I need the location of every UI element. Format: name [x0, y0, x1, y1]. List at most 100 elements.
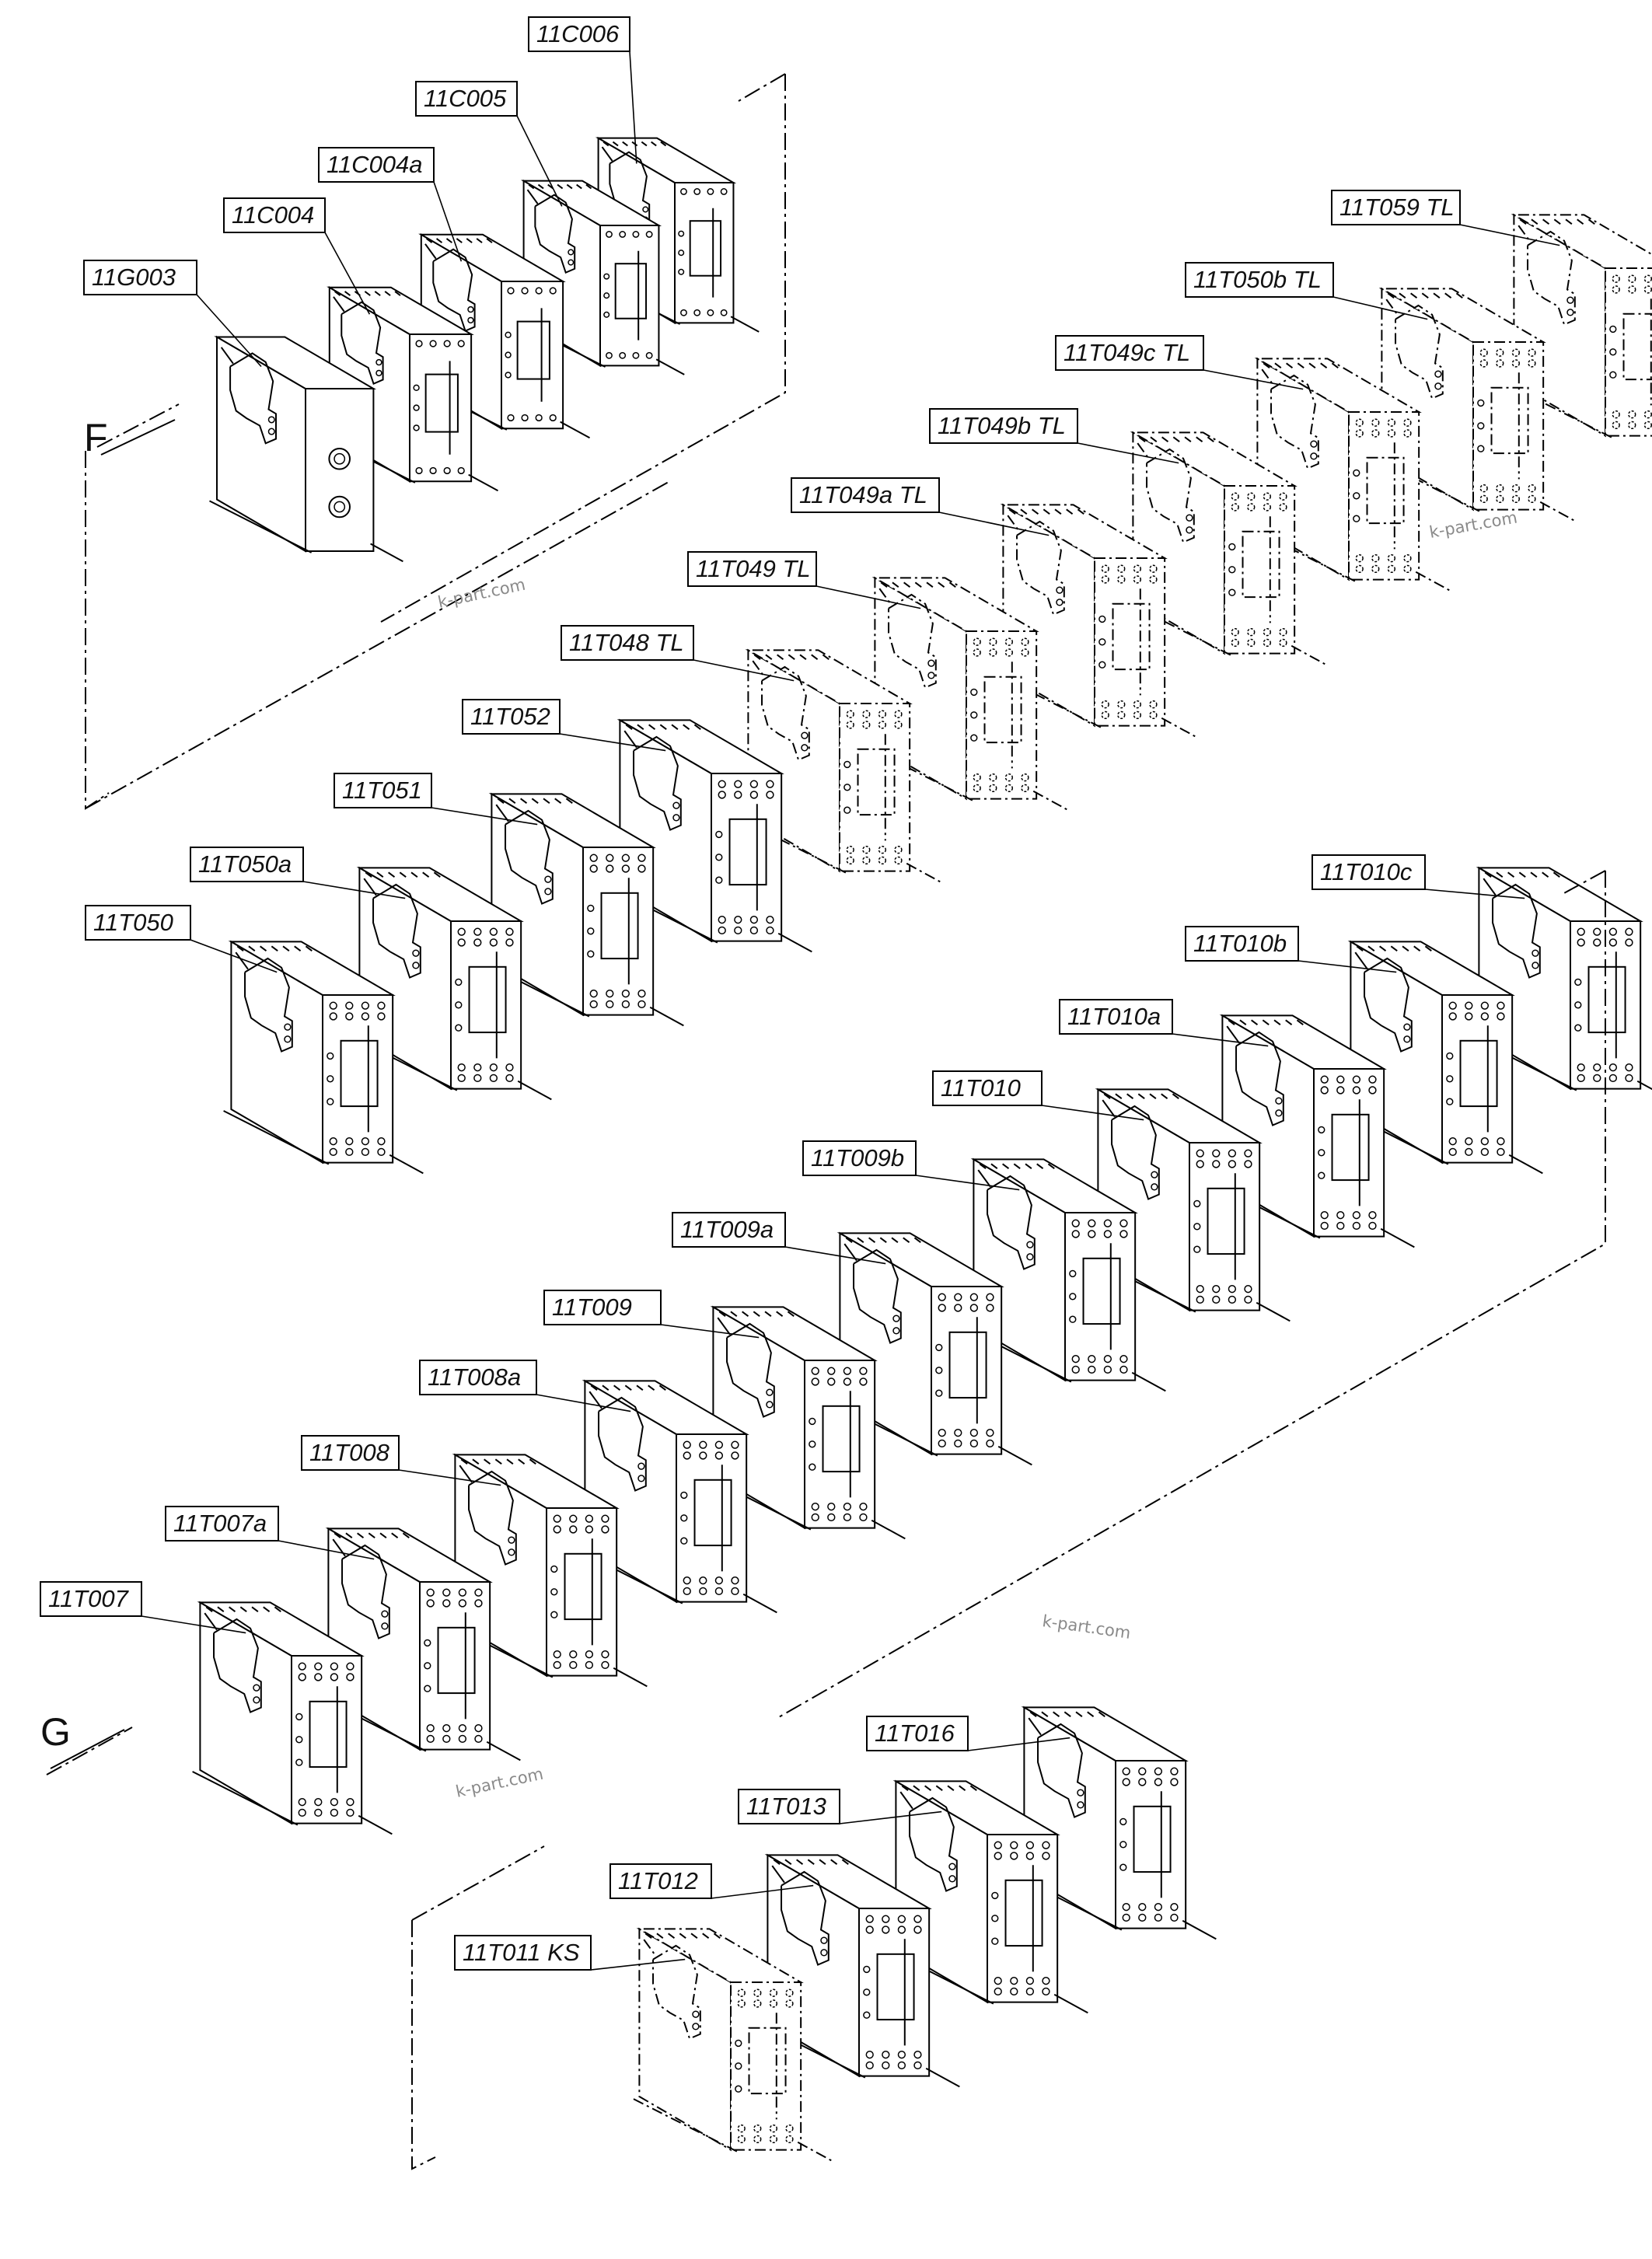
part-label-text: 11T007 — [48, 1585, 130, 1612]
leader-line — [839, 1810, 942, 1824]
part-label-text: 11T013 — [746, 1793, 826, 1820]
section-g-leader — [50, 1729, 125, 1769]
part-label-text: 11T049 TL — [696, 555, 811, 582]
part-label: 11T010c — [1311, 854, 1525, 899]
leader-line — [1077, 442, 1179, 464]
watermark: k-part.com — [436, 575, 527, 612]
part-label: 11T059 TL — [1331, 190, 1560, 246]
part-label-box — [528, 16, 630, 52]
leader-line — [302, 881, 406, 899]
part-label-text: 11T009b — [811, 1144, 904, 1171]
part-label-box — [932, 1070, 1043, 1106]
part-label-text: 11T050b TL — [1193, 266, 1322, 293]
group-outline — [96, 403, 180, 448]
part-label-box — [802, 1140, 917, 1176]
part-label-text: 11C005 — [424, 85, 507, 112]
part-label: 11T049 TL — [687, 551, 921, 609]
part-label-text: 11T009a — [680, 1216, 774, 1243]
part-label-box — [318, 147, 435, 183]
part-label-box — [301, 1435, 400, 1471]
leader-line — [433, 181, 463, 262]
part-label-text: 11T008 — [309, 1439, 390, 1466]
part-label: 11C004 — [223, 197, 371, 315]
part-label-box — [738, 1789, 840, 1824]
part-label-text: 11T007a — [173, 1510, 267, 1537]
section-f-label: F — [84, 416, 108, 459]
part-label-box — [1185, 262, 1334, 298]
part-label: 11T049c TL — [1055, 335, 1304, 390]
part-label-text: 11T052 — [470, 703, 550, 730]
part-label-box — [561, 625, 694, 661]
leader-line — [660, 1324, 760, 1339]
part-label: 11T049b TL — [929, 408, 1179, 464]
leader-line — [967, 1737, 1070, 1751]
part-label-box — [1331, 190, 1461, 225]
part-label: 11T007a — [165, 1506, 375, 1560]
leader-line — [324, 232, 371, 315]
part-label-box — [223, 197, 326, 233]
part-label-text: 11T011 KS — [463, 1939, 580, 1966]
leader-line — [278, 1540, 375, 1560]
group-outline — [380, 74, 786, 623]
part-label: 11T009 — [543, 1290, 760, 1339]
part-label-box — [609, 1863, 712, 1899]
leader-line — [1424, 889, 1525, 899]
part-label-text: 11T010c — [1320, 858, 1413, 885]
relay-modules — [192, 136, 1652, 2162]
leader-line — [590, 1958, 686, 1971]
part-label-text: 11T012 — [618, 1867, 698, 1894]
relay-module — [320, 1527, 521, 1761]
part-label-text: 11G003 — [92, 264, 176, 291]
part-label-text: 11T050a — [198, 850, 292, 878]
part-label-box — [415, 81, 518, 117]
part-label-text: 11T051 — [342, 777, 422, 804]
part-label: 11G003 — [83, 260, 262, 368]
part-label-box — [83, 260, 197, 295]
leader-line — [1298, 960, 1397, 973]
part-label-box — [672, 1212, 786, 1248]
part-label: 11C005 — [415, 81, 563, 207]
group-outline — [85, 481, 669, 809]
part-label-box — [929, 408, 1078, 444]
part-label-text: 11T010a — [1067, 1003, 1161, 1030]
watermark: k-part.com — [1428, 508, 1519, 541]
part-label-text: 11C004a — [327, 151, 423, 178]
leader-line — [536, 1394, 631, 1412]
part-label-box — [40, 1581, 142, 1617]
part-label: 11T013 — [738, 1789, 942, 1824]
part-label-box — [165, 1506, 279, 1541]
section-markers: FG — [40, 416, 108, 1754]
part-label-box — [1311, 854, 1426, 890]
part-label-box — [1055, 335, 1204, 371]
part-label-text: 11T049c TL — [1063, 339, 1190, 366]
part-label: 11T012 — [609, 1863, 814, 1899]
part-label: 11T009a — [672, 1212, 886, 1265]
part-label: 11T051 — [334, 773, 538, 826]
relay-module — [209, 335, 403, 563]
section-g-label: G — [40, 1710, 71, 1754]
leader-line — [431, 807, 538, 826]
part-label-box — [791, 477, 940, 513]
relay-module — [612, 718, 812, 953]
part-label-text: 11T049b TL — [938, 412, 1066, 439]
section-f-leader — [100, 419, 176, 456]
group-outline — [411, 1845, 545, 1921]
part-label: 11T052 — [462, 699, 666, 752]
part-label: 11T016 — [866, 1716, 1070, 1751]
part-label-text: 11T059 TL — [1339, 194, 1455, 221]
part-label-text: 11T010 — [941, 1074, 1021, 1102]
part-label-text: 11T050 — [93, 909, 173, 936]
part-label: 11T010b — [1185, 926, 1397, 973]
relay-module — [192, 1601, 393, 1835]
part-label: 11T007 — [40, 1581, 246, 1634]
leader-line — [1203, 369, 1304, 390]
part-label: 11C004a — [318, 147, 463, 262]
watermark: k-part.com — [1041, 1611, 1132, 1643]
part-label: 11T009b — [802, 1140, 1020, 1191]
part-label-text: 11T009 — [552, 1294, 632, 1321]
leader-line — [938, 512, 1050, 536]
leader-line — [141, 1615, 246, 1634]
leader-line — [629, 51, 637, 164]
